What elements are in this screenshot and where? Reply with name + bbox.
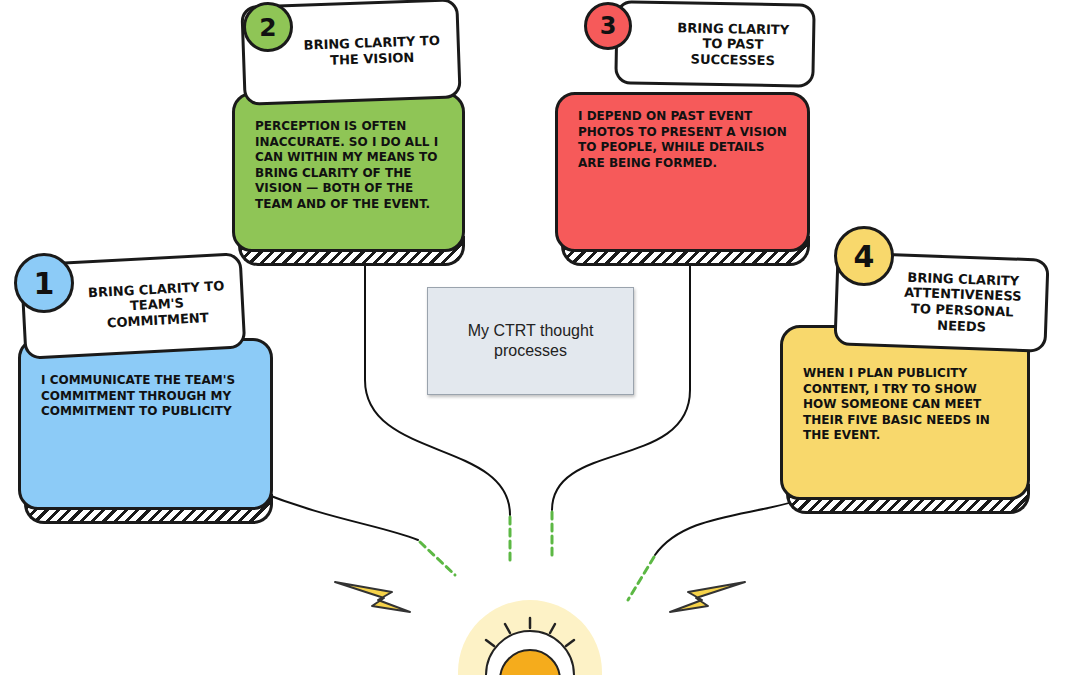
lightning-bolt	[335, 582, 410, 612]
bulb-ray	[505, 624, 510, 633]
center-box: My CTRT thought processes	[427, 287, 634, 395]
heading-text: BRING CLARITY TO TEAM'S COMMITMENT	[86, 278, 228, 332]
callout-number: 1	[14, 253, 74, 313]
bulb-glass	[486, 631, 574, 675]
bulb-ray	[486, 640, 494, 646]
callout-number: 2	[243, 2, 293, 52]
heading-text: BRING CLARITY TO THE VISION	[300, 33, 443, 69]
bulb-core	[500, 650, 560, 675]
heading-text: BRING CLARITY TO PAST SUCCESSES	[668, 20, 799, 69]
heading-text: BRING CLARITY ATTENTIVENESS TO PERSONAL …	[893, 269, 1032, 336]
idea-card: BRING CLARITY ATTENTIVENESS TO PERSONAL …	[780, 255, 1048, 514]
card-body: I COMMUNICATE THE TEAM'S COMMITMENT THRO…	[18, 338, 273, 510]
bulb-glow	[458, 600, 602, 675]
card-body: I DEPEND ON PAST EVENT PHOTOS TO PRESENT…	[555, 92, 810, 252]
lightning-bolt	[670, 582, 745, 612]
dashed-spark	[420, 542, 455, 575]
callout-number: 4	[834, 226, 894, 286]
dashed-spark	[551, 512, 554, 557]
card-body: PERCEPTION IS OFTEN INACCURATE. SO I DO …	[232, 92, 465, 252]
dashed-spark	[628, 557, 654, 600]
callout-number: 3	[584, 2, 632, 50]
card-body: WHEN I PLAN PUBLICITY CONTENT, I TRY TO …	[780, 325, 1030, 500]
bulb-ray	[529, 618, 532, 628]
bulb-ray	[550, 624, 555, 633]
center-text: My CTRT thought processes	[444, 321, 617, 361]
card-heading: BRING CLARITY TO PAST SUCCESSES	[614, 0, 815, 87]
bulb-ray	[566, 640, 574, 646]
dashed-spark	[509, 517, 512, 562]
leader-line	[255, 490, 418, 540]
